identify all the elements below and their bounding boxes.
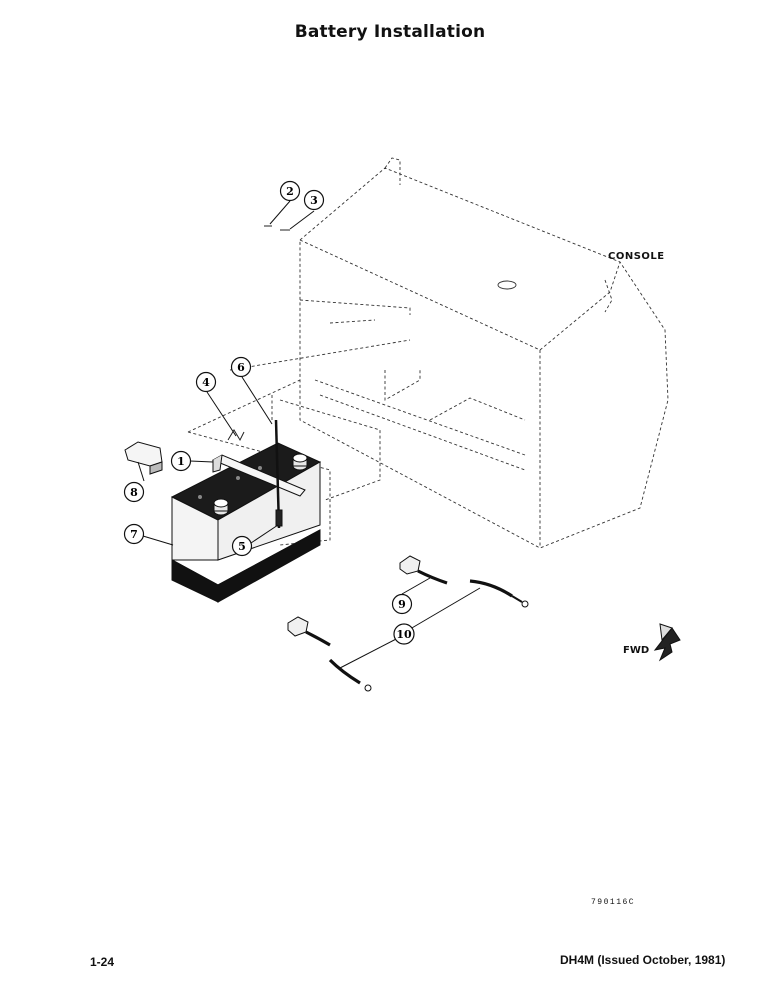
callout-6-label: 6 <box>237 361 245 374</box>
callout-8: 8 <box>123 481 145 503</box>
callout-4-label: 4 <box>202 376 210 389</box>
battery <box>170 442 322 603</box>
console-outline <box>229 157 669 549</box>
console-hole <box>497 280 517 290</box>
console-label: CONSOLE <box>608 251 665 262</box>
callout-3-label: 3 <box>310 194 318 207</box>
figure-id: 790116C <box>591 898 636 907</box>
callout-5: 5 <box>231 535 253 557</box>
callout-7-label: 7 <box>130 528 138 541</box>
page-title: Battery Installation <box>294 22 486 42</box>
console-fasteners <box>264 225 290 231</box>
cable-9 <box>399 555 529 608</box>
callout-1: 1 <box>170 450 192 472</box>
callout-2: 2 <box>279 180 301 202</box>
publication-info: DH4M (Issued October, 1981) <box>560 953 726 967</box>
callout-6: 6 <box>230 356 252 378</box>
callout-2-label: 2 <box>286 185 294 198</box>
callout-3: 3 <box>303 189 325 211</box>
callout-7: 7 <box>123 523 145 545</box>
page-number: 1-24 <box>90 955 115 969</box>
hold-down-rod <box>274 419 283 529</box>
callout-1-label: 1 <box>177 455 185 468</box>
fwd-arrow-icon <box>653 623 681 662</box>
fwd-label: FWD <box>623 645 650 656</box>
bracket-tab <box>227 429 245 442</box>
callout-9: 9 <box>391 593 413 615</box>
callout-5-label: 5 <box>238 540 246 553</box>
callout-10-label: 10 <box>396 628 412 641</box>
callout-9-label: 9 <box>398 598 406 611</box>
cable-10 <box>287 616 372 692</box>
hold-down-strap <box>211 454 306 497</box>
callout-8-label: 8 <box>130 486 138 499</box>
callout-4: 4 <box>195 371 217 393</box>
callout-10: 10 <box>393 623 415 645</box>
terminal-cover <box>124 441 163 475</box>
